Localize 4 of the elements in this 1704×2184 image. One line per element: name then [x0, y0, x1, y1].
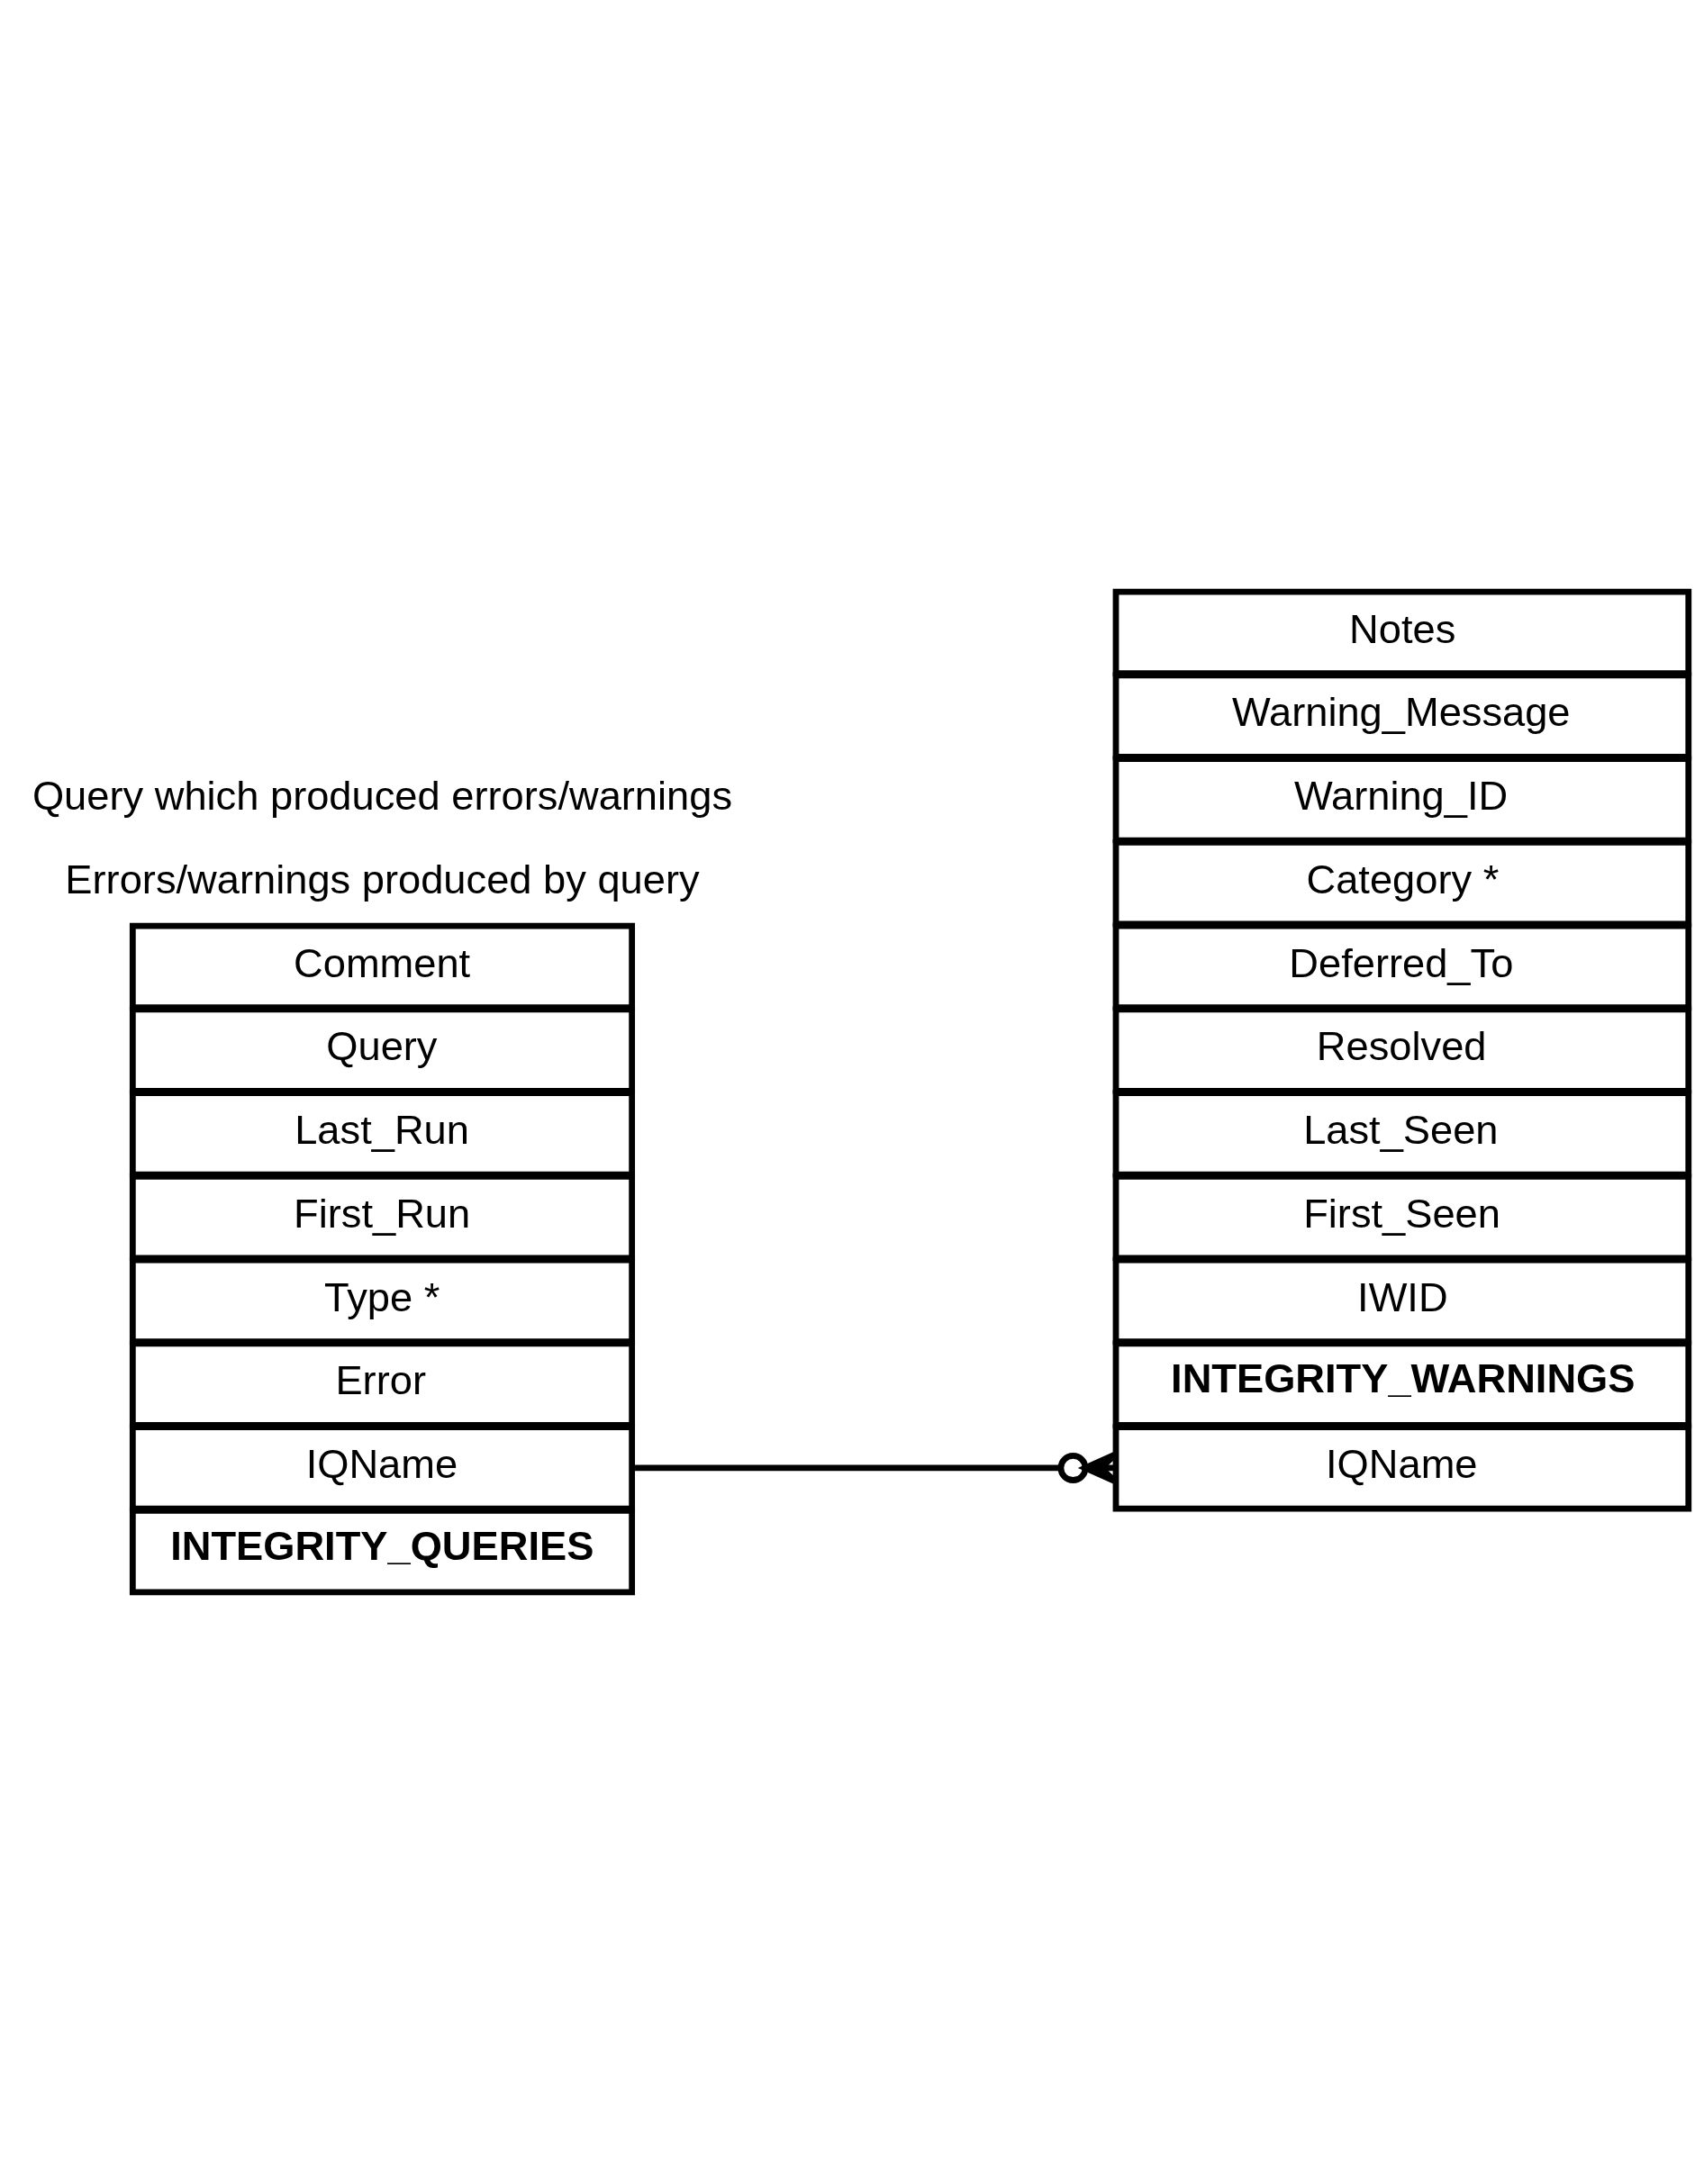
- label: Errors/warnings produced by query: [65, 856, 700, 902]
- node-box: Comment: [129, 922, 636, 1010]
- node-box: Notes: [1112, 588, 1692, 676]
- label: Query which produced errors/warnings: [32, 773, 733, 820]
